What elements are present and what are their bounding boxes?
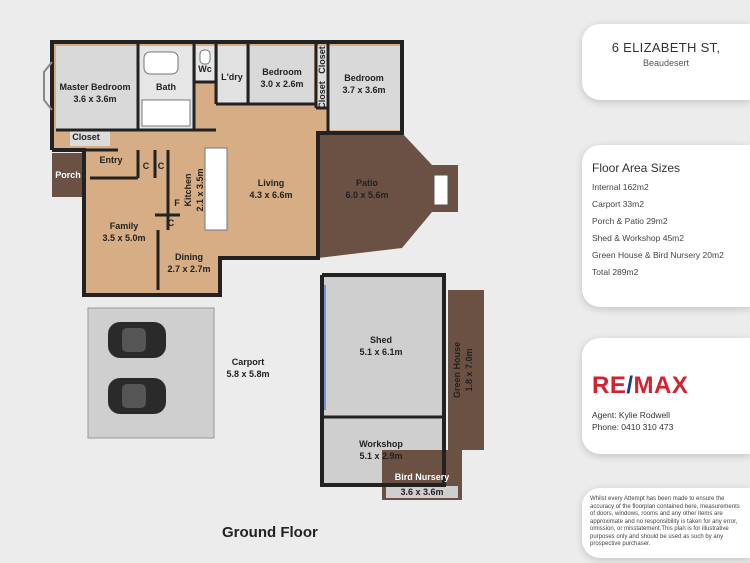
house-walls [50, 40, 404, 297]
shed-walls [320, 273, 446, 487]
kitchen-label: Kitchen [183, 173, 193, 206]
kitchen-island [204, 147, 228, 231]
bay-window [433, 174, 449, 206]
workshop-label: Workshop [359, 439, 403, 449]
bathtub [143, 51, 179, 75]
greenhouse-floor [448, 290, 484, 450]
living-label: Living [258, 178, 285, 188]
shed-size: 5.1 x 6.1m [359, 347, 402, 357]
bedroom3-floor [328, 46, 400, 130]
cupboard-label-2: C [158, 161, 165, 171]
floor-plan: Master Bedroom 3.6 x 3.6m Bath Wc L'dry … [43, 40, 484, 500]
wc-label: Wc [198, 64, 212, 74]
carport-size: 5.8 x 5.8m [226, 369, 269, 379]
agent-card: RE/MAX Agent: Kylie Rodwell Phone: 0410 … [582, 338, 750, 454]
floor-area-card: Floor Area Sizes Internal 162m2 Carport … [582, 145, 750, 307]
shed-label: Shed [370, 335, 392, 345]
closet-master-label: Closet [72, 132, 100, 142]
dining-size: 2.7 x 2.7m [167, 264, 210, 274]
bedroom2-size: 3.0 x 2.6m [260, 79, 303, 89]
workshop-size: 5.1 x 2.9m [359, 451, 402, 461]
cupboard-label-1: C [143, 161, 150, 171]
address-street: 6 ELIZABETH ST, [611, 40, 721, 55]
shed-floor [322, 275, 444, 417]
vanity [141, 99, 191, 127]
closet-master-floor [70, 130, 110, 146]
area-line-carport: Carport 33m2 [592, 199, 644, 209]
remax-logo: RE/MAX [592, 372, 742, 400]
car-icon [108, 322, 166, 414]
bedroom3-label: Bedroom [344, 73, 384, 83]
closet-bed-label-a: Closet [317, 46, 327, 74]
bedroom2-floor [250, 46, 314, 104]
disclaimer-text: Whilst every Attempt has been made to en… [590, 496, 740, 547]
greenhouse-size: 1.8 x 7.0m [464, 348, 474, 391]
closet-bed-label-b: Closet [317, 81, 327, 109]
patio-size: 6.0 x 5.6m [345, 190, 388, 200]
master-bay-window [43, 61, 53, 111]
bird-nursery-size: 3.6 x 3.6m [400, 487, 443, 497]
laundry-label: L'dry [221, 72, 243, 82]
master-bedroom-label: Master Bedroom [59, 82, 130, 92]
family-size: 3.5 x 5.0m [102, 233, 145, 243]
interior-walls [56, 42, 330, 290]
fridge-label: F [174, 198, 180, 208]
living-size: 4.3 x 6.6m [249, 190, 292, 200]
address-suburb: Beaudesert [642, 58, 690, 68]
area-line-greenhouse: Green House & Bird Nursery 20m2 [592, 250, 724, 260]
area-line-shed: Shed & Workshop 45m2 [592, 233, 684, 243]
disclaimer-card: Whilst every Attempt has been made to en… [582, 488, 750, 558]
bird-nursery-label: Bird Nursery [395, 472, 450, 482]
carport-label: Carport [232, 357, 265, 367]
agent-name: Agent: Kylie Rodwell [592, 410, 670, 420]
greenhouse-label: Green House [452, 342, 462, 398]
address-card: 6 ELIZABETH ST, Beaudesert [582, 24, 750, 100]
toilet [199, 49, 211, 65]
bath-label: Bath [156, 82, 176, 92]
family-label: Family [110, 221, 139, 231]
area-line-porch: Porch & Patio 29m2 [592, 216, 668, 226]
bedroom3-size: 3.7 x 3.6m [342, 85, 385, 95]
patio-label: Patio [356, 178, 379, 188]
agent-phone: Phone: 0410 310 473 [592, 422, 674, 432]
cupboard-label-3: C [168, 218, 175, 228]
bedroom2-label: Bedroom [262, 67, 302, 77]
logo-sep: / [626, 372, 634, 399]
master-bedroom-size: 3.6 x 3.6m [73, 94, 116, 104]
porch-label: Porch [55, 170, 81, 180]
closet-bed-floor [316, 46, 328, 108]
bird-nursery-inner [386, 486, 458, 498]
logo-right: MAX [633, 372, 689, 399]
floor-title: Ground Floor [222, 524, 318, 541]
laundry-floor [218, 46, 248, 104]
floor-area-title: Floor Area Sizes [592, 161, 681, 175]
area-line-internal: Internal 162m2 [592, 182, 649, 192]
area-line-total: Total 289m2 [592, 267, 639, 277]
dining-label: Dining [175, 252, 203, 262]
kitchen-size: 2.1 x 3.5m [195, 168, 205, 211]
master-bedroom-floor [56, 46, 138, 130]
patio-floor [318, 133, 458, 258]
porch-floor [52, 153, 84, 197]
entry-label: Entry [99, 155, 122, 165]
logo-left: RE [592, 372, 627, 399]
